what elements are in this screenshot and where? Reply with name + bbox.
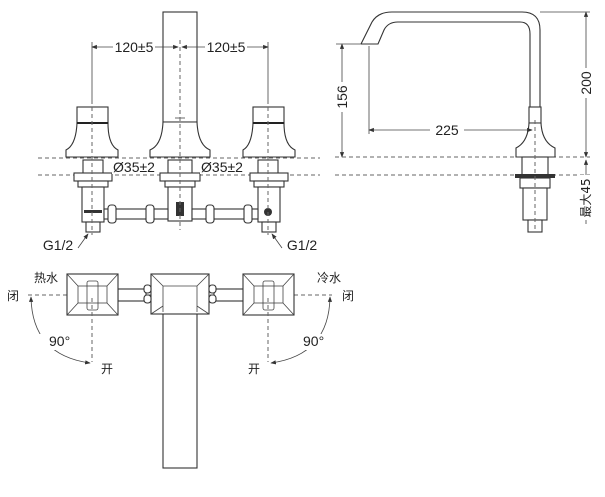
total-height-label: 200 xyxy=(578,71,594,95)
hole-right-label: Ø35±2 xyxy=(201,159,243,175)
right-handle xyxy=(242,106,296,233)
connection-pipes xyxy=(103,204,259,224)
thread-left-label: G1/2 xyxy=(43,237,74,253)
top-view: 热水 闭 90° 开 冷水 闭 90° 开 xyxy=(7,271,354,469)
top-connection-pipes xyxy=(117,284,245,304)
outlet-height-label: 156 xyxy=(334,85,350,109)
cold-water-label: 冷水 xyxy=(317,271,341,285)
side-view: 156 225 200 最大45 xyxy=(334,11,594,233)
closed-right-label: 闭 xyxy=(342,289,354,303)
spacing-right-label: 120±5 xyxy=(207,39,246,55)
max-deck-thickness-label: 最大45 xyxy=(579,178,593,217)
hole-left-label: Ø35±2 xyxy=(113,159,155,175)
closed-left-label: 闭 xyxy=(7,289,19,303)
front-view: 120±5 120±5 Ø35±2 Ø35±2 G1/2 G1/2 xyxy=(38,11,320,253)
open-right-label: 开 xyxy=(248,362,260,376)
thread-left-leader xyxy=(77,233,89,249)
cold-handle-top xyxy=(242,273,295,362)
thread-right-label: G1/2 xyxy=(287,237,318,253)
angle-right-label: 90° xyxy=(303,333,324,349)
spout-outer xyxy=(360,11,541,108)
spout-reach-label: 225 xyxy=(435,122,459,138)
spacing-left-label: 120±5 xyxy=(115,39,154,55)
spout-top xyxy=(150,273,210,469)
angle-left-label: 90° xyxy=(49,333,70,349)
spout-inner xyxy=(361,21,531,108)
hot-handle-top xyxy=(66,273,119,362)
side-body xyxy=(515,106,556,233)
open-left-label: 开 xyxy=(101,362,113,376)
hot-water-label: 热水 xyxy=(34,271,58,285)
thread-right-leader xyxy=(271,233,283,249)
